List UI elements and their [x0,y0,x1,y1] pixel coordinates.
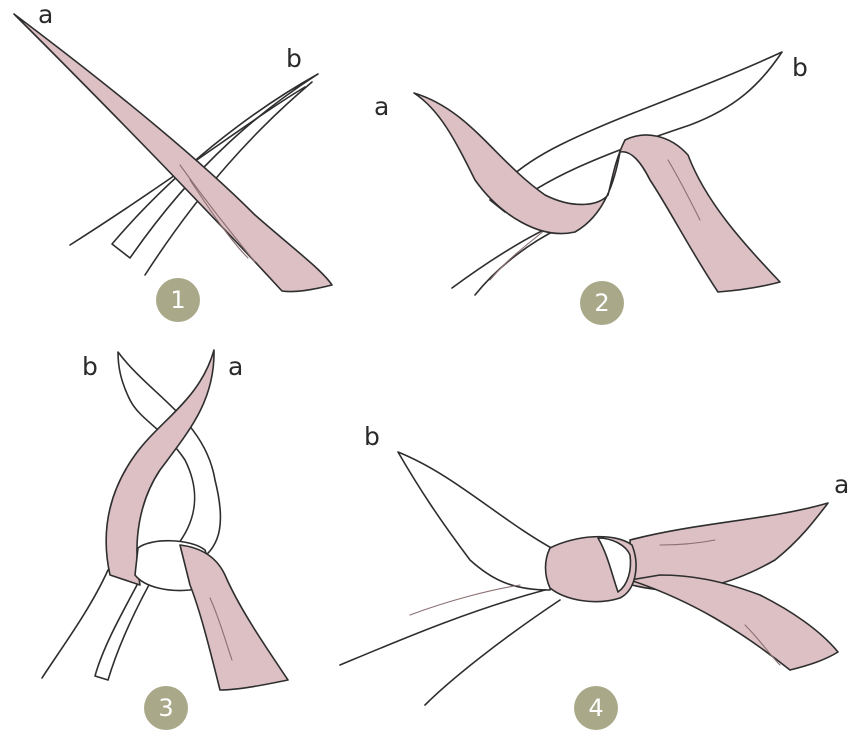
step-1-label-b: b [286,46,302,71]
step-3-illustration [42,350,288,690]
step-2-label-b: b [792,55,808,80]
step-4-badge: 4 [574,686,618,730]
step-1-end-a [14,14,332,292]
step-4-label-b: b [364,424,380,449]
step-3-badge: 3 [144,686,188,730]
step-3-left-strand [42,570,108,678]
step-3-label-b: b [82,354,98,379]
step-2-end-b-lower-2 [475,228,560,295]
step-1-label-a: a [38,2,53,27]
step-4-end-b [398,452,555,590]
step-1-illustration [14,14,332,292]
step-2-illustration [414,52,782,295]
step-1-end-b [112,74,318,258]
step-4-label-a: a [834,472,849,497]
step-2-badge: 2 [580,281,624,325]
step-1-badge: 1 [156,278,200,322]
step-4-fold-line-left [410,585,520,615]
step-4-end-b-lower [340,590,545,665]
step-4-illustration [340,452,838,705]
step-3-end-a-tail [180,545,288,690]
step-4-end-b-lower-2 [425,600,560,705]
step-4-end-a-tail [630,575,838,670]
step-2-label-a: a [374,94,389,119]
step-3-label-a: a [228,354,243,379]
step-2-end-a [414,93,780,292]
